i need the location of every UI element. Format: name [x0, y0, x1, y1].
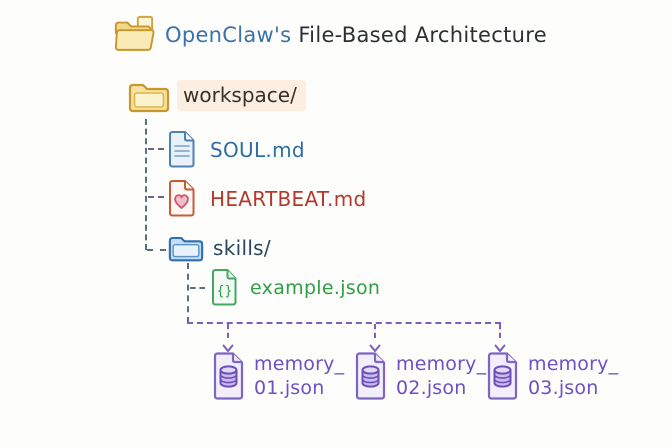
skills-folder-label: skills/ [213, 235, 271, 260]
memory-file-label-line2: 02.json [396, 377, 467, 399]
arrow-down-icon [368, 338, 382, 352]
heartbeat-file-label: HEARTBEAT.md [210, 186, 367, 211]
memory-file-node: memory_03.json [485, 350, 618, 402]
example-file-label: example.json [250, 276, 381, 299]
branch-line-heartbeat [148, 196, 164, 198]
page-title: OpenClaw's File-Based Architecture [165, 23, 547, 47]
memory-file-label-line2: 03.json [528, 377, 599, 399]
memory-file-label-line1: memory_ [254, 353, 345, 375]
open-folder-icon [110, 14, 158, 56]
memory-file-label: memory_02.json [396, 352, 486, 400]
flow-drop-2 [374, 324, 376, 338]
memory-file-node: memory_02.json [353, 350, 486, 402]
flow-drop-1 [227, 324, 229, 338]
skills-trunk-line [187, 263, 189, 323]
arrow-down-icon [221, 338, 235, 352]
diagram-title-row: OpenClaw's File-Based Architecture [110, 14, 547, 56]
tree-node-heartbeat: HEARTBEAT.md [165, 179, 366, 218]
memory-flow-line [187, 322, 501, 324]
memory-file-label-line1: memory_ [528, 353, 619, 375]
database-file-icon [485, 350, 520, 402]
arrow-down-icon [493, 338, 507, 352]
svg-text:{}: {} [217, 284, 233, 299]
title-rest-text: File-Based Architecture [291, 23, 547, 47]
workspace-label: workspace/ [177, 80, 306, 111]
heartbeat-file-icon [165, 179, 198, 218]
branch-line-skills [147, 249, 166, 251]
title-accent-text: OpenClaw's [165, 23, 292, 47]
markdown-file-icon [165, 130, 198, 169]
flow-drop-3 [499, 324, 501, 338]
memory-file-label-line1: memory_ [396, 353, 487, 375]
json-file-icon: {} [209, 268, 240, 307]
memory-file-label-line2: 01.json [254, 377, 325, 399]
folder-icon [127, 75, 171, 116]
memory-file-node: memory_01.json [211, 350, 344, 402]
memory-file-label: memory_01.json [254, 352, 344, 400]
soul-file-label: SOUL.md [210, 137, 305, 162]
tree-node-skills: skills/ [167, 231, 271, 264]
folder-icon [167, 231, 205, 264]
tree-node-workspace: workspace/ [127, 75, 306, 116]
database-file-icon [211, 350, 246, 402]
branch-line-soul [148, 148, 164, 150]
tree-node-soul: SOUL.md [165, 130, 305, 169]
tree-node-example: {} example.json [209, 268, 380, 307]
database-file-icon [353, 350, 388, 402]
tree-trunk-line [145, 119, 147, 250]
memory-file-label: memory_03.json [528, 352, 618, 400]
branch-line-example [190, 287, 205, 289]
